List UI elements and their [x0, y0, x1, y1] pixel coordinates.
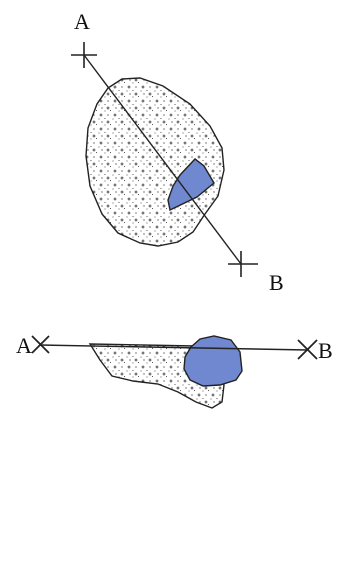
cross-marker-b-section [297, 339, 318, 360]
stippled-body-plan [85, 77, 225, 247]
cross-marker-a-section [31, 335, 50, 354]
cross-section-view: A B [16, 333, 333, 409]
label-b-section: B [318, 338, 333, 363]
cross-marker-b-plan [228, 251, 258, 277]
label-a-section: A [16, 333, 32, 358]
plan-view: A B [71, 9, 284, 295]
cross-marker-a-plan [71, 42, 97, 68]
section-line-a-b-profile [39, 344, 309, 351]
blue-body-section [183, 335, 243, 387]
section-line-a-b-plan [83, 54, 242, 265]
blue-body-plan [167, 158, 215, 212]
label-a-plan: A [74, 9, 90, 34]
label-b-plan: B [269, 270, 284, 295]
